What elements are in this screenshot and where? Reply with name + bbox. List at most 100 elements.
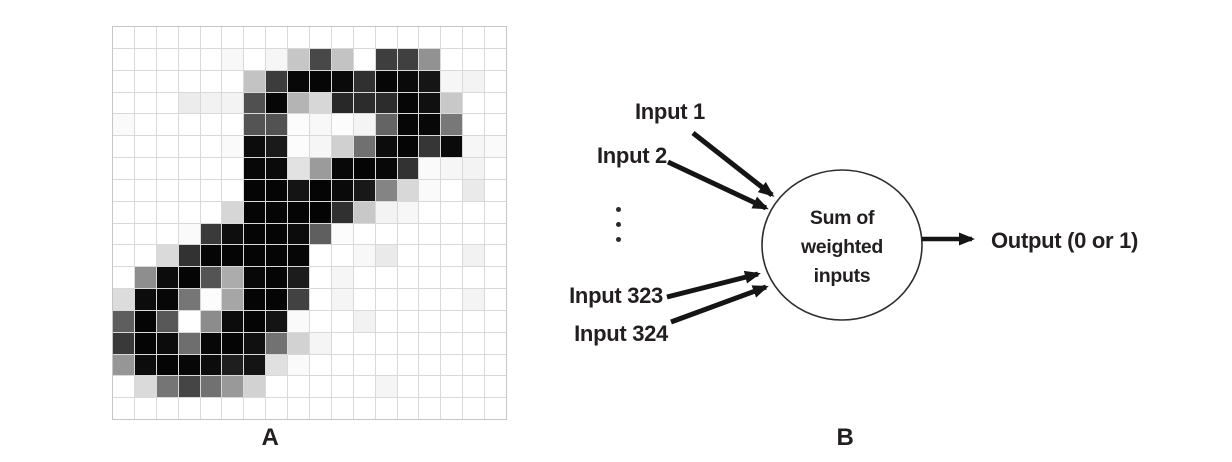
grid-cell (331, 310, 353, 332)
grid-cell (134, 201, 156, 223)
grid-cell (441, 201, 463, 223)
neuron-text: Sum of weighted inputs (762, 204, 922, 291)
grid-cell (178, 48, 200, 70)
grid-cell (485, 179, 506, 201)
grid-cell (200, 114, 222, 136)
grid-cell (353, 245, 375, 267)
grid-cell (134, 267, 156, 288)
grid-cell (156, 179, 178, 201)
grid-cell (244, 398, 266, 419)
grid-cell (397, 136, 419, 157)
grid-cell (310, 114, 331, 136)
panel-b-label: B (836, 424, 854, 451)
pixel-grid (112, 26, 507, 420)
grid-cell (331, 267, 353, 288)
grid-cell (156, 136, 178, 157)
grid-cell (419, 310, 441, 332)
grid-cell (200, 92, 222, 114)
grid-cell (178, 245, 200, 267)
grid-cell (397, 310, 419, 332)
grid-cell (244, 267, 266, 288)
grid-cell (178, 158, 200, 179)
grid-cell (156, 201, 178, 223)
grid-cell (485, 136, 506, 157)
ellipsis-dot (615, 207, 621, 212)
grid-cell (156, 289, 178, 310)
grid-cell (288, 27, 309, 48)
grid-cell (441, 114, 463, 136)
grid-cell (134, 136, 156, 157)
grid-cell (113, 201, 134, 223)
grid-cell (353, 179, 375, 201)
grid-cell (485, 92, 506, 114)
grid-cell (463, 158, 485, 179)
grid-cell (244, 70, 266, 92)
grid-cell (353, 332, 375, 354)
neuron-text-line1: Sum of (809, 207, 875, 229)
grid-cell (178, 136, 200, 157)
grid-cell (310, 245, 331, 267)
grid-cell (463, 70, 485, 92)
grid-cell (178, 310, 200, 332)
grid-cell (288, 332, 309, 354)
grid-cell (244, 354, 266, 376)
grid-cell (288, 398, 309, 419)
grid-cell (375, 201, 397, 223)
grid-cell (485, 48, 506, 70)
grid-cell (222, 114, 244, 136)
grid-cell (397, 354, 419, 376)
grid-cell (353, 158, 375, 179)
grid-cell (244, 310, 266, 332)
grid-cell (178, 179, 200, 201)
grid-cell (113, 245, 134, 267)
grid-cell (134, 310, 156, 332)
grid-cell (419, 27, 441, 48)
grid-cell (113, 354, 134, 376)
grid-cell (375, 70, 397, 92)
grid-cell (244, 223, 266, 245)
grid-cell (441, 158, 463, 179)
grid-cell (156, 398, 178, 419)
grid-cell (244, 27, 266, 48)
grid-cell (353, 376, 375, 398)
grid-cell (353, 354, 375, 376)
grid-cell (485, 114, 506, 136)
grid-cell (288, 289, 309, 310)
grid-cell (244, 332, 266, 354)
grid-cell (310, 398, 331, 419)
input-1-arrow (691, 131, 775, 197)
grid-cell (288, 114, 309, 136)
grid-cell (134, 332, 156, 354)
grid-cell (134, 114, 156, 136)
grid-cell (113, 114, 134, 136)
grid-cell (463, 223, 485, 245)
grid-cell (178, 376, 200, 398)
grid-cell (134, 223, 156, 245)
grid-cell (244, 92, 266, 114)
grid-cell (113, 376, 134, 398)
grid-cell (419, 70, 441, 92)
grid-cell (113, 179, 134, 201)
grid-cell (266, 48, 288, 70)
grid-cell (244, 245, 266, 267)
grid-cell (113, 136, 134, 157)
grid-cell (200, 201, 222, 223)
grid-cell (266, 245, 288, 267)
grid-cell (485, 354, 506, 376)
grid-cell (222, 354, 244, 376)
grid-cell (353, 27, 375, 48)
grid-cell (419, 114, 441, 136)
grid-cell (331, 48, 353, 70)
grid-cell (134, 398, 156, 419)
grid-cell (463, 48, 485, 70)
input-323-label: Input 323 (569, 283, 663, 308)
grid-cell (200, 27, 222, 48)
grid-cell (331, 223, 353, 245)
grid-cell (113, 289, 134, 310)
grid-cell (156, 376, 178, 398)
grid-cell (463, 267, 485, 288)
grid-cell (222, 201, 244, 223)
grid-cell (353, 201, 375, 223)
input-323-arrow (666, 270, 761, 300)
grid-cell (113, 223, 134, 245)
